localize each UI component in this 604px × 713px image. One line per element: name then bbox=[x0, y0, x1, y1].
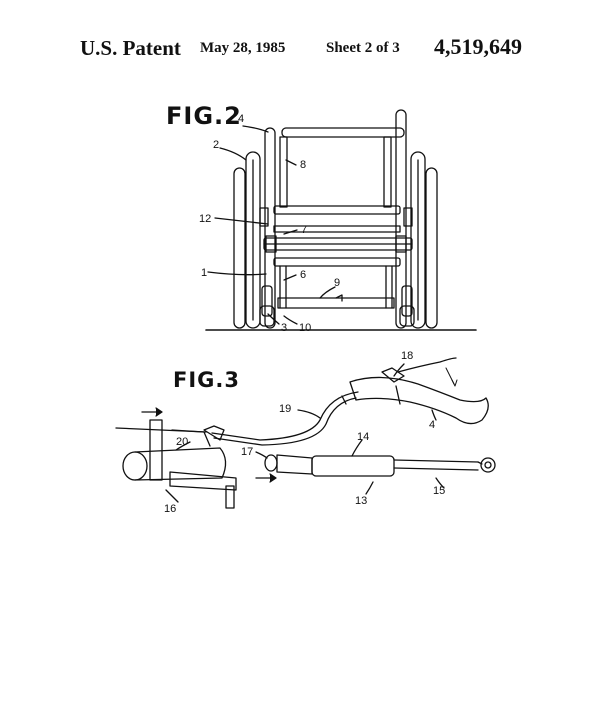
fig3-ref-18: 18 bbox=[401, 350, 413, 362]
fig2-ref-12: 12 bbox=[199, 213, 211, 225]
fig3-title: FIG.3 bbox=[173, 368, 240, 392]
fig2-ref-2: 2 bbox=[213, 139, 219, 151]
fig2-ref-3: 3 bbox=[281, 322, 287, 334]
fig2-ref-7: 7 bbox=[301, 224, 307, 236]
fig3-ref-13: 13 bbox=[355, 495, 367, 507]
fig2-title: FIG.2 bbox=[166, 102, 242, 130]
fig3-ref-19: 19 bbox=[279, 403, 291, 415]
fig3-ref-15: 15 bbox=[433, 485, 445, 497]
sheet-number: Sheet 2 of 3 bbox=[326, 40, 400, 56]
fig3-ref-20: 20 bbox=[176, 436, 188, 448]
fig3-ref-14: 14 bbox=[357, 431, 369, 443]
fig2-ref-8: 8 bbox=[300, 159, 306, 171]
fig3-drawing: 18 19 4 20 14 17 15 13 16 bbox=[115, 350, 496, 515]
fig2-ref-6: 6 bbox=[300, 269, 306, 281]
fig2-ref-1: 1 bbox=[201, 267, 207, 279]
fig3-ref-16: 16 bbox=[164, 503, 176, 515]
fig2-ref-4: 4 bbox=[238, 113, 244, 125]
patent-date: May 28, 1985 bbox=[200, 40, 286, 56]
fig2-ref-9: 9 bbox=[334, 277, 340, 289]
fig2-drawing: 4 2 8 12 7 1 6 9 3 10 bbox=[199, 109, 477, 334]
fig3-ref-4: 4 bbox=[429, 419, 435, 431]
patent-number: 4,519,649 bbox=[434, 34, 522, 59]
patent-label: U.S. Patent bbox=[80, 36, 181, 60]
fig2-ref-10: 10 bbox=[299, 322, 311, 334]
fig3-ref-17: 17 bbox=[241, 446, 253, 458]
